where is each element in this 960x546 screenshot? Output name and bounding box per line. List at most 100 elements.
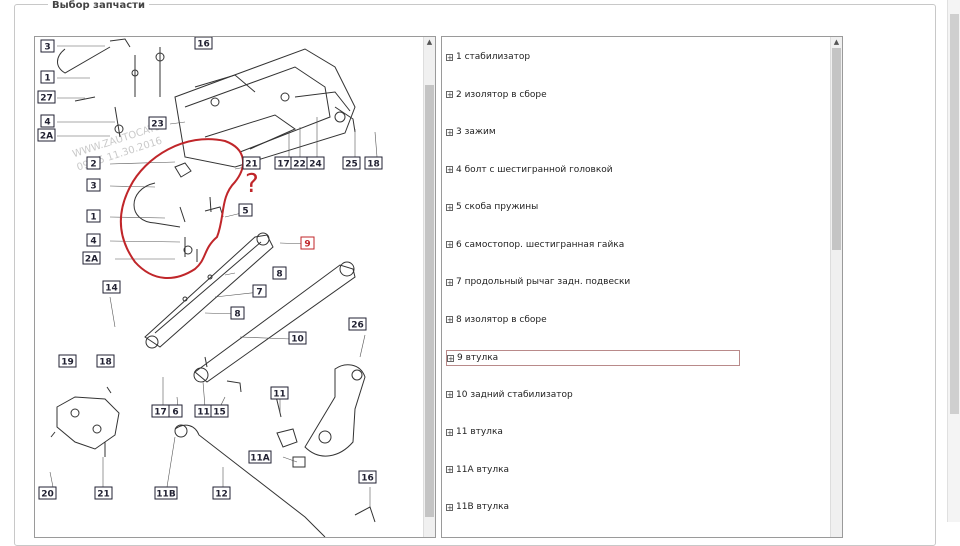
expand-plus-icon[interactable]: + [446, 128, 453, 137]
part-list-item[interactable]: +9 втулка [446, 350, 740, 366]
callout-label[interactable]: 4 [40, 114, 55, 128]
callout-label[interactable]: 3 [40, 39, 55, 53]
callout-label[interactable]: 18 [364, 156, 383, 170]
callout-label[interactable]: 10 [288, 331, 307, 345]
callout-number: 11A [250, 454, 270, 464]
callout-label[interactable]: 11B [154, 486, 178, 500]
diagram-scrollbar[interactable]: ▲ [423, 37, 435, 537]
callout-label[interactable]: 11 [194, 404, 213, 418]
callout-label[interactable]: 15 [210, 404, 229, 418]
callout-label[interactable]: 21 [94, 486, 113, 500]
expand-plus-icon[interactable]: + [446, 203, 453, 212]
part-list-item[interactable]: +10 задний стабилизатор [446, 388, 738, 402]
part-list-item-label: 2 изолятор в сборе [456, 89, 547, 100]
callout-label[interactable]: 25 [342, 156, 361, 170]
expand-plus-icon[interactable]: + [446, 316, 453, 324]
callout-label[interactable]: 20 [38, 486, 57, 500]
part-list-item[interactable]: +1 стабилизатор [446, 50, 738, 64]
callout-number: 21 [245, 160, 258, 170]
callout-label[interactable]: 5 [238, 203, 253, 217]
expand-plus-icon[interactable]: + [446, 91, 453, 99]
callout-label[interactable]: 24 [306, 156, 325, 170]
callout-label[interactable]: 12 [212, 486, 231, 500]
part-list-item[interactable]: +2 изолятор в сборе [446, 88, 738, 102]
callout-label[interactable]: 6 [168, 404, 183, 418]
part-list-item-label: 10 задний стабилизатор [456, 389, 573, 400]
callout-label[interactable]: 1 [40, 70, 55, 84]
part-list-item-label: 6 самостопор. шестигранная гайка [456, 239, 625, 250]
callout-label[interactable]: 27 [37, 90, 56, 104]
page-scrollbar[interactable] [947, 0, 960, 522]
expand-plus-icon[interactable]: + [446, 466, 453, 474]
callout-number: 9 [304, 240, 310, 250]
callout-label[interactable]: 2A [37, 128, 56, 142]
callout-label[interactable]: 17 [274, 156, 293, 170]
callout-number: 6 [172, 408, 178, 418]
part-list-item[interactable]: +4 болт с шестигранной головкой [446, 163, 738, 177]
callout-label[interactable]: 11A [248, 450, 272, 464]
callout-label[interactable]: 14 [102, 280, 121, 294]
scroll-up-arrow-icon[interactable]: ▲ [426, 38, 433, 46]
callout-number: 23 [151, 120, 164, 130]
callout-label[interactable]: 9 [300, 236, 315, 250]
callout-number: 16 [197, 40, 210, 50]
parts-list-scrollbar[interactable]: ▲ [830, 37, 842, 537]
callout-label[interactable]: 1 [86, 209, 101, 223]
callout-label[interactable]: 16 [358, 470, 377, 484]
expand-plus-icon[interactable]: + [446, 428, 453, 437]
callout-number: 24 [309, 160, 322, 170]
callout-number: 8 [276, 270, 282, 280]
callout-label[interactable]: 26 [348, 317, 367, 331]
callout-label[interactable]: 4 [86, 233, 101, 247]
part-list-item[interactable]: +3 зажим [446, 125, 738, 139]
callout-label[interactable]: 22 [290, 156, 309, 170]
callout-number: 25 [345, 160, 358, 170]
callout-label[interactable]: 17 [151, 404, 170, 418]
parts-list-panel: +1 стабилизатор+2 изолятор в сборе+3 заж… [441, 36, 843, 538]
expand-plus-icon[interactable]: + [447, 354, 454, 363]
part-list-item[interactable]: +8 изолятор в сборе [446, 313, 738, 327]
expand-plus-icon[interactable]: + [446, 166, 453, 174]
callout-label[interactable]: 18 [96, 354, 115, 368]
part-list-item[interactable]: +11A втулка [446, 463, 738, 477]
callout-label[interactable]: 8 [272, 266, 287, 280]
expand-plus-icon[interactable]: + [446, 53, 453, 62]
callout-label[interactable]: 11 [270, 386, 289, 400]
expand-plus-icon[interactable]: + [446, 503, 453, 512]
part-list-item[interactable]: +11 втулка [446, 425, 738, 439]
callout-number: 11 [273, 390, 286, 400]
part-list-item-label: 11B втулка [456, 502, 510, 512]
part-list-item[interactable]: +5 скоба пружины [446, 200, 738, 214]
part-list-item[interactable]: +7 продольный рычаг задн. подвески [446, 275, 738, 289]
part-list-item[interactable]: +6 самостопор. шестигранная гайка [446, 238, 738, 252]
diagram-scroll-thumb[interactable] [425, 85, 434, 517]
callout-number: 22 [293, 160, 306, 170]
callout-number: 4 [90, 237, 96, 247]
callout-label[interactable]: 23 [148, 116, 167, 130]
callout-label[interactable]: 16 [194, 37, 213, 50]
callout-label[interactable]: 8 [230, 306, 245, 320]
callout-label[interactable]: 7 [252, 284, 267, 298]
callout-label[interactable]: 2 [86, 156, 101, 170]
scroll-up-arrow-icon[interactable]: ▲ [833, 38, 840, 46]
callout-label[interactable]: 2A [82, 251, 101, 265]
subframe-drawing [174, 48, 356, 168]
part-list-item-label: 9 втулка [457, 353, 499, 363]
expand-plus-icon[interactable]: + [446, 391, 453, 399]
part-list-item-label: 3 зажим [456, 127, 496, 137]
callout-label[interactable]: 21 [242, 156, 261, 170]
page-scroll-thumb[interactable] [950, 14, 959, 414]
part-list-item-label: 4 болт с шестигранной головкой [456, 164, 613, 175]
parts-list-scroll-thumb[interactable] [832, 48, 841, 250]
expand-plus-icon[interactable]: + [446, 278, 453, 287]
callout-label[interactable]: 3 [86, 178, 101, 192]
callout-number: 1 [90, 213, 96, 223]
callout-number: 27 [40, 94, 53, 104]
expand-plus-icon[interactable]: + [446, 241, 453, 249]
part-list-item[interactable]: +11B втулка [446, 500, 738, 514]
callout-label[interactable]: 19 [58, 354, 77, 368]
callout-number: 14 [105, 284, 118, 294]
